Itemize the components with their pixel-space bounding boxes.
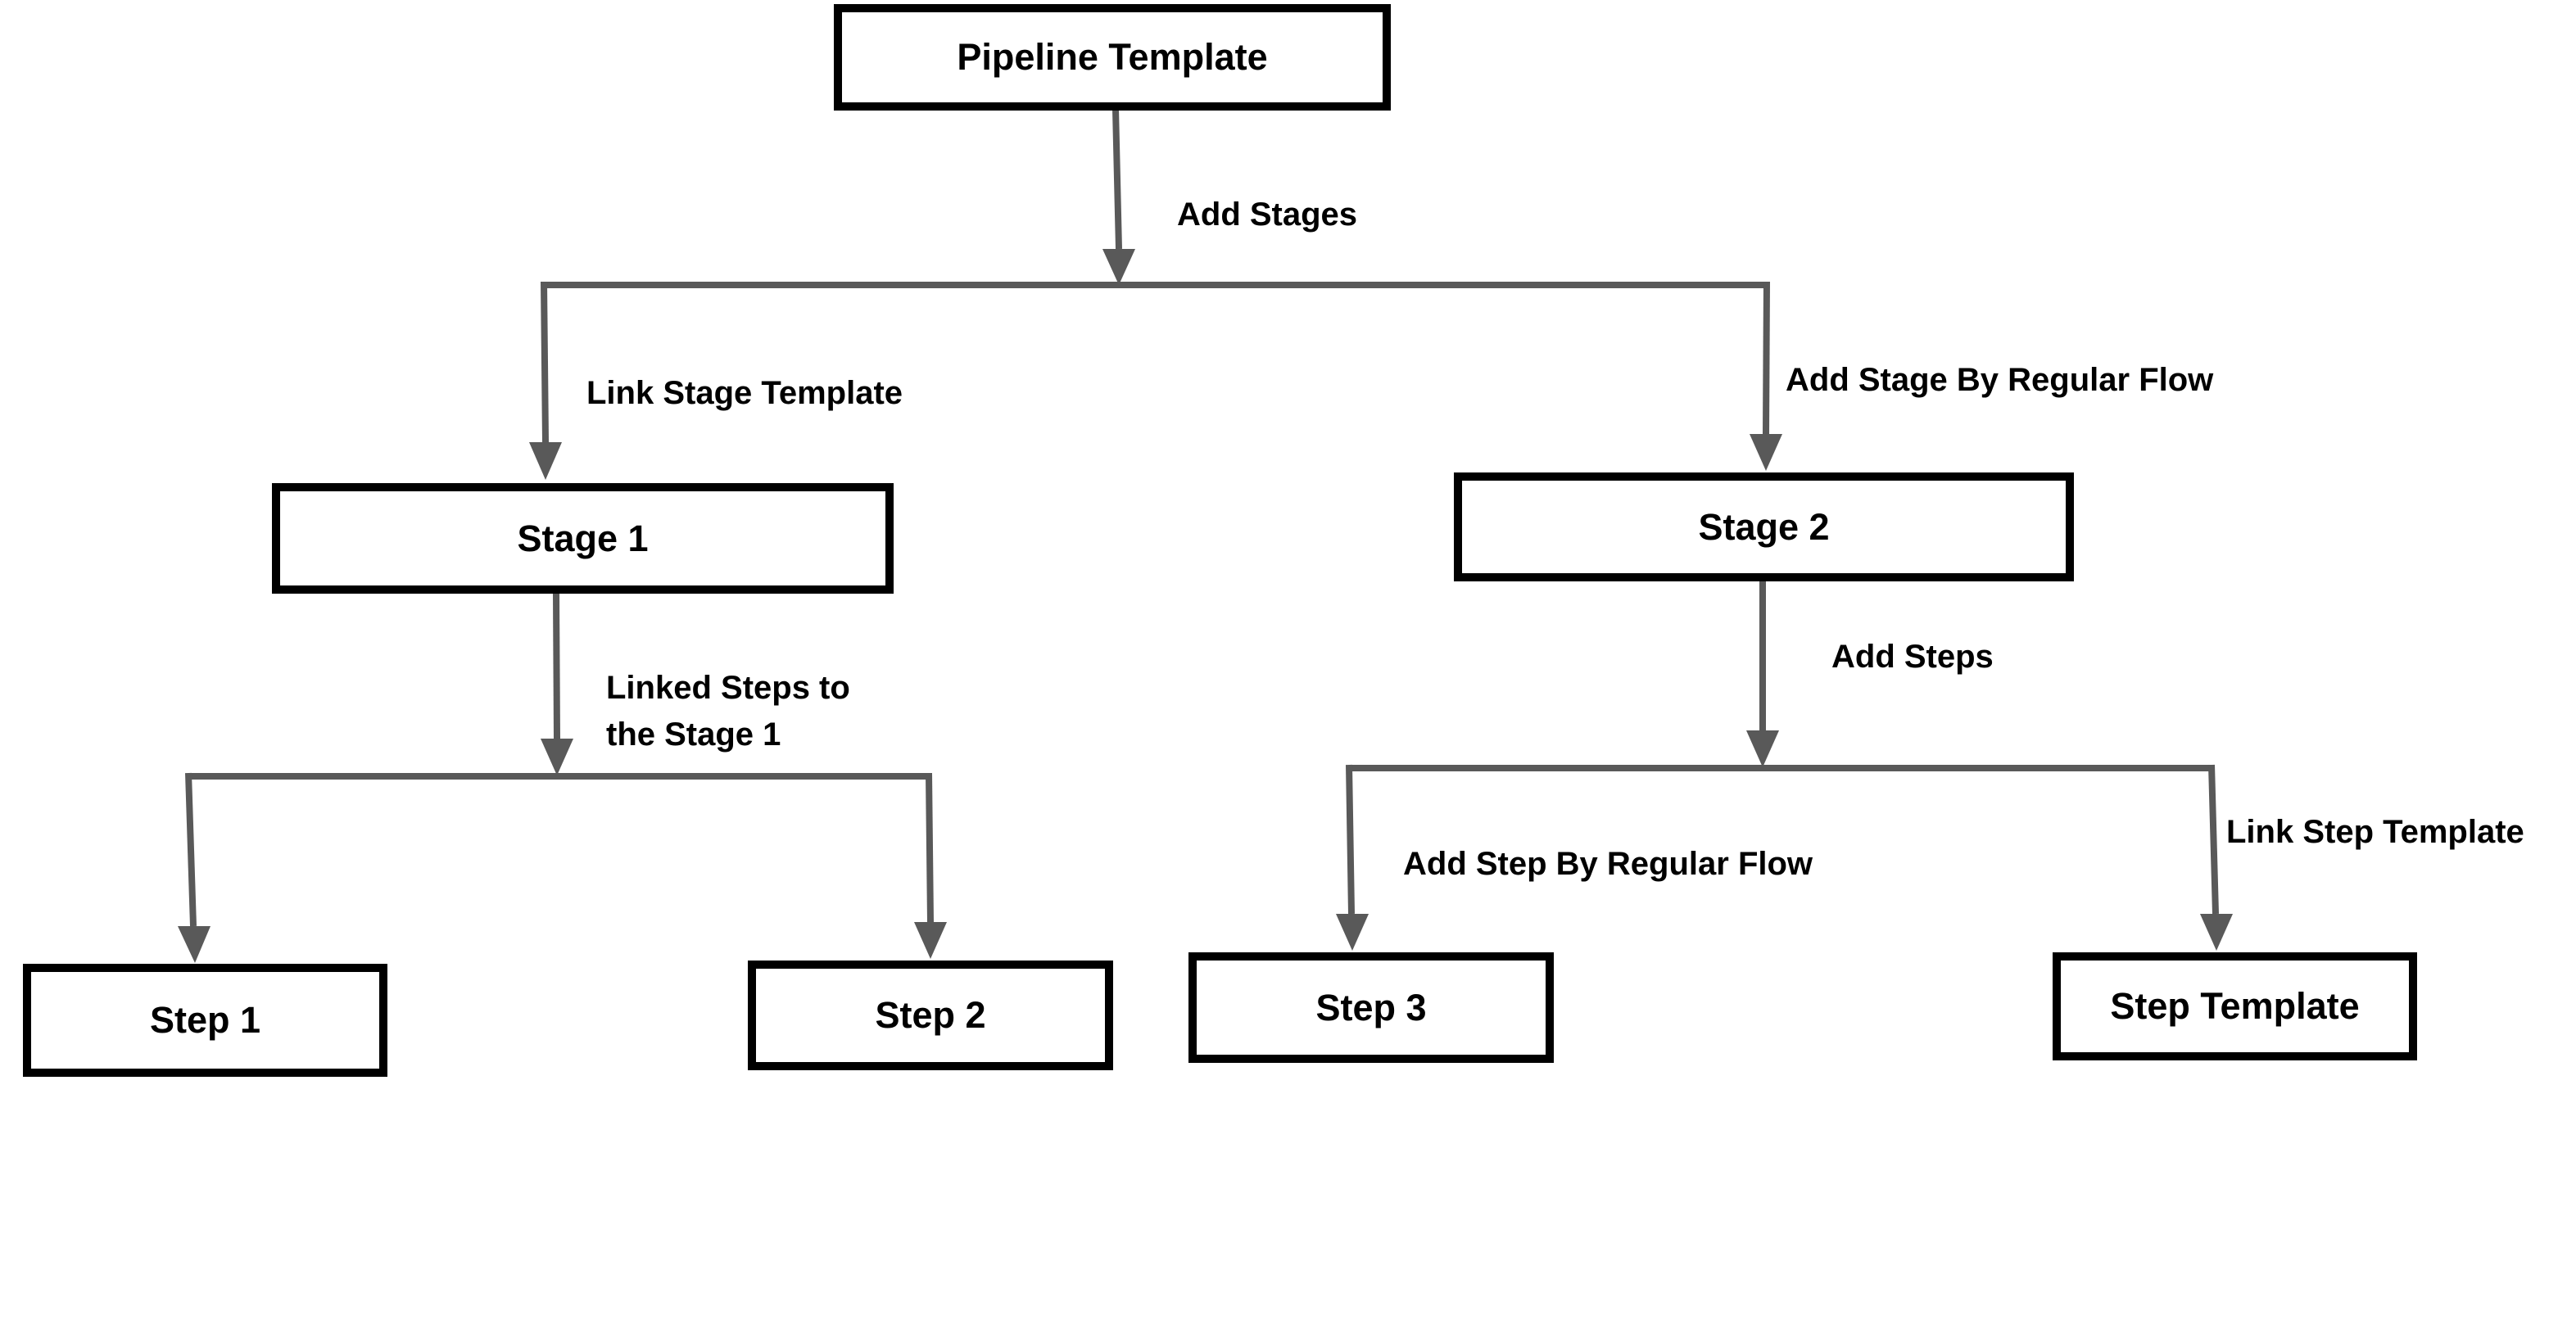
edge-label-link-step-template: Link Step Template xyxy=(2226,814,2524,850)
node-step-template: Step Template xyxy=(2053,952,2417,1060)
arrowhead-step-2 xyxy=(914,922,947,959)
edge-stage-1-to-steps xyxy=(553,593,560,739)
node-pipeline-template: Pipeline Template xyxy=(834,4,1391,111)
arrowhead-stage-1-steps-junction xyxy=(541,739,573,775)
edge-to-step-template xyxy=(2208,764,2219,915)
arrowhead-stages-junction xyxy=(1102,249,1135,285)
edge-label-link-stage-template: Link Stage Template xyxy=(586,375,903,411)
edge-pipeline-to-stages xyxy=(1112,108,1122,250)
edge-label-add-stages: Add Stages xyxy=(1177,197,1358,233)
arrowhead-step-template xyxy=(2200,914,2233,951)
arrowhead-stage-2 xyxy=(1750,434,1782,471)
arrowhead-stage-2-steps-junction xyxy=(1746,730,1779,767)
edge-to-step-1 xyxy=(185,772,197,927)
arrowhead-step-1 xyxy=(178,926,211,963)
node-stage-1: Stage 1 xyxy=(272,483,894,594)
edge-to-stage-1 xyxy=(541,281,549,443)
node-stage-2: Stage 2 xyxy=(1454,472,2074,581)
edge-label-linked-steps-to-the-stage-1: Linked Steps to the Stage 1 xyxy=(606,670,850,753)
edge-label-add-steps: Add Steps xyxy=(1831,639,1994,675)
arrowhead-stage-1 xyxy=(529,442,562,480)
arrowhead-step-3 xyxy=(1336,914,1369,951)
node-step-1: Step 1 xyxy=(23,964,387,1077)
node-step-3: Step 3 xyxy=(1188,952,1554,1063)
node-step-2: Step 2 xyxy=(748,961,1113,1070)
edge-to-step-2 xyxy=(926,772,934,923)
edge-label-add-step-by-regular-flow: Add Step By Regular Flow xyxy=(1403,846,1813,882)
edge-label-add-stage-by-regular-flow: Add Stage By Regular Flow xyxy=(1786,362,2214,398)
edge-to-stage-2 xyxy=(1763,281,1770,435)
edge-to-step-3 xyxy=(1346,764,1355,915)
